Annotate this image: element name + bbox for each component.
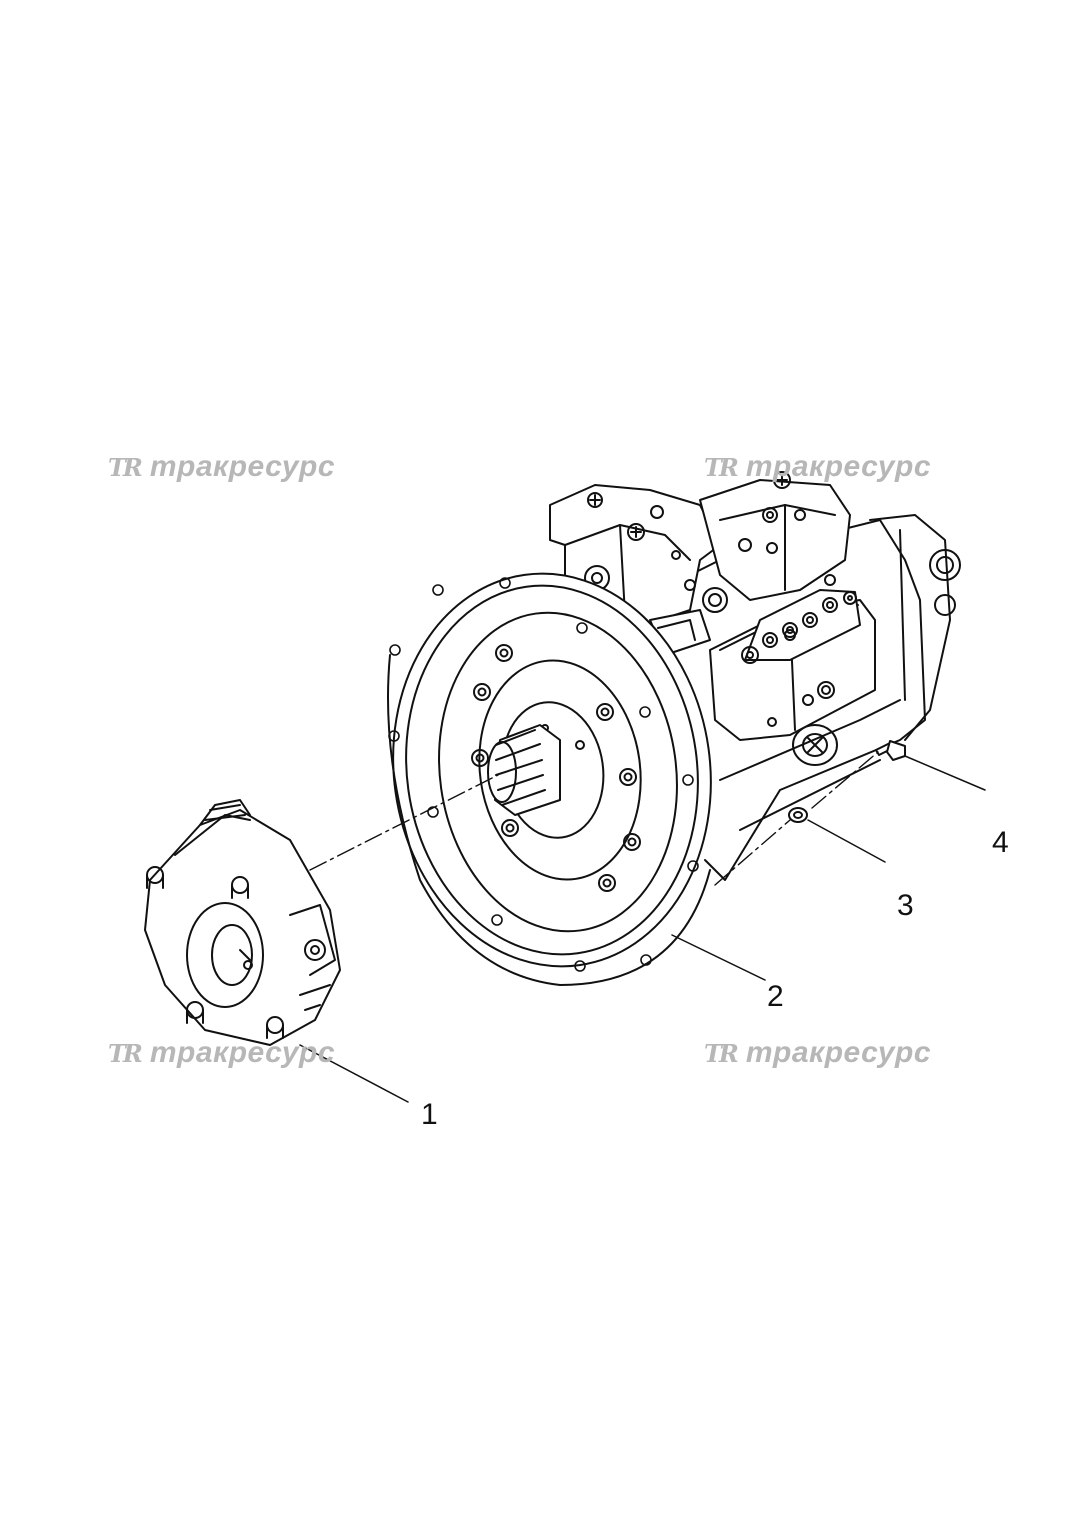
callout-4: 4 — [992, 826, 1009, 859]
watermark-bottom-left: TR тракресурс — [108, 1036, 335, 1070]
washer-part — [788, 807, 808, 823]
watermark-logo-icon: TR — [108, 1038, 143, 1068]
bolt-part — [875, 740, 906, 761]
watermark-top-left: TR тракресурс — [108, 450, 335, 484]
watermark-text: тракресурс — [745, 450, 932, 483]
watermark-text: тракресурс — [149, 450, 336, 483]
alignment-lines — [309, 751, 879, 886]
watermark-text: тракресурс — [745, 1036, 932, 1069]
coupling-assembly — [144, 799, 341, 1046]
watermark-bottom-right: TR тракресурс — [704, 1036, 931, 1070]
watermark-logo-icon: TR — [704, 1038, 739, 1068]
callout-3: 3 — [897, 889, 914, 922]
callout-2: 2 — [767, 980, 784, 1013]
watermark-logo-icon: TR — [704, 452, 739, 482]
pump-assembly — [387, 471, 961, 986]
watermark-top-right: TR тракресурс — [704, 450, 931, 484]
watermark-logo-icon: TR — [108, 452, 143, 482]
callout-1: 1 — [421, 1098, 438, 1131]
watermark-text: тракресурс — [149, 1036, 336, 1069]
leader-lines — [299, 755, 986, 1103]
